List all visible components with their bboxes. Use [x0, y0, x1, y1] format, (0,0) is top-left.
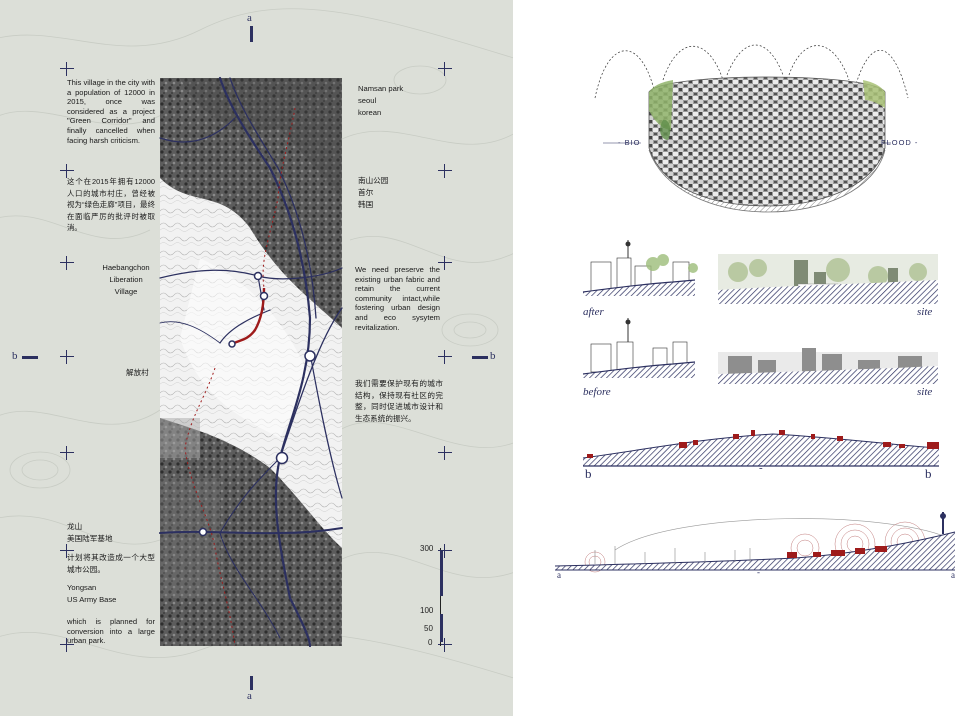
scale-bar-fill — [440, 614, 443, 642]
section-aa — [554, 512, 956, 573]
section-mark-b-left: b — [12, 350, 18, 362]
namsan-en-line: korean — [358, 108, 382, 117]
intro-text-en: This village in the city with a populati… — [67, 78, 155, 145]
namsan-label-en: Namsan park seoul korean — [358, 83, 403, 119]
section-mark-b-right: b — [490, 350, 496, 362]
crosshair-mark — [438, 544, 452, 558]
section-aa-mid-label: - — [757, 567, 760, 577]
yongsan-zh-line: 龙山 — [67, 522, 83, 531]
scale-bar-line — [440, 548, 441, 646]
village-label-zh: 解放村 — [126, 368, 149, 377]
village-label-en: Haebangchon Liberation Village — [86, 262, 166, 298]
section-before-small — [582, 318, 696, 378]
section-mark-a-bottom: a — [247, 690, 252, 702]
section-bb-left-label: b — [585, 466, 592, 481]
scale-value: 300 — [420, 544, 434, 553]
intro-text-zh: 这个在2015年拥有12000人口的城市村庄，曾经被视为“绿色走廊”项目，最终在… — [67, 177, 155, 233]
section-label-before: before — [583, 386, 611, 398]
crosshair-mark — [60, 62, 74, 76]
namsan-zh-line: 南山公园 — [358, 176, 389, 185]
crosshair-mark — [60, 256, 74, 270]
yongsan-en-line: Yongsan — [67, 583, 97, 592]
namsan-zh-line: 首尔 — [358, 188, 374, 197]
scale-bar: 300 100 50 0 — [400, 544, 448, 648]
section-after-small — [582, 240, 698, 296]
crosshair-mark — [60, 638, 74, 652]
section-mark-b-left-bar — [22, 356, 38, 359]
preserve-text-zh: 我们需要保护现有的城市结构，保持现有社区的完整，同时促进城市设计和生态系统的振兴… — [355, 379, 443, 423]
namsan-zh-line: 韩国 — [358, 200, 374, 209]
village-name-line: Liberation — [109, 275, 143, 284]
yongsan-zh-line: 美国陆军基地 — [67, 533, 113, 543]
crosshair-mark — [438, 164, 452, 178]
plan-text-zh: 计划将其改造成一个大型城市公园。 — [67, 553, 155, 574]
section-mark-a-bottom-bar — [250, 676, 253, 690]
section-mark-a-top: a — [247, 12, 252, 24]
site-after-collage — [718, 254, 938, 304]
topographic-background — [0, 8, 513, 679]
left-page: a a b b — [0, 0, 513, 716]
namsan-en-line: Namsan park — [358, 84, 404, 93]
yongsan-label-zh: 龙山 美国陆军基地 — [67, 521, 113, 544]
flood-label: FLOOD - — [881, 138, 919, 147]
crosshair-mark — [60, 446, 74, 460]
crosshair-mark — [438, 350, 452, 364]
preserve-text-en: We need preserve the existing urban fabr… — [355, 265, 440, 332]
scale-value: 50 — [424, 624, 433, 633]
crosshair-mark — [438, 446, 452, 460]
section-label-site-after: site — [917, 306, 933, 318]
crosshair-mark — [438, 62, 452, 76]
yongsan-label-en: Yongsan US Army Base — [67, 582, 116, 606]
crosshair-mark — [60, 164, 74, 178]
bio-label: - BIO — [618, 138, 641, 147]
plan-text-en: which is planned for conversion into a l… — [67, 617, 155, 646]
section-label-after: after — [583, 306, 604, 318]
right-page: - BIO FLOOD - after — [513, 0, 960, 716]
city-bowl-diagram — [594, 44, 909, 213]
section-bb — [582, 430, 940, 467]
scale-value: 0 — [428, 638, 433, 647]
section-mark-b-right-bar — [472, 356, 488, 359]
village-name-line: Haebangchon — [102, 263, 150, 272]
yongsan-en-line: US Army Base — [67, 595, 117, 604]
section-bb-right-label: b — [925, 466, 932, 481]
scale-bar-fill — [440, 550, 443, 596]
crosshair-mark — [438, 256, 452, 270]
site-before-collage — [718, 348, 938, 384]
section-aa-right-label: a — [951, 570, 955, 580]
section-mark-a-top-bar — [250, 26, 253, 42]
section-bb-mid-label: - — [759, 462, 763, 474]
crosshair-mark — [60, 544, 74, 558]
section-label-site-before: site — [917, 386, 933, 398]
scale-value: 100 — [420, 606, 434, 615]
namsan-label-zh: 南山公园 首尔 韩国 — [358, 175, 388, 211]
namsan-en-line: seoul — [358, 96, 377, 105]
site-map — [159, 76, 343, 648]
crosshair-mark — [60, 350, 74, 364]
village-name-line: Village — [114, 287, 138, 296]
section-aa-left-label: a — [557, 570, 561, 580]
crosshair-mark — [438, 638, 452, 652]
